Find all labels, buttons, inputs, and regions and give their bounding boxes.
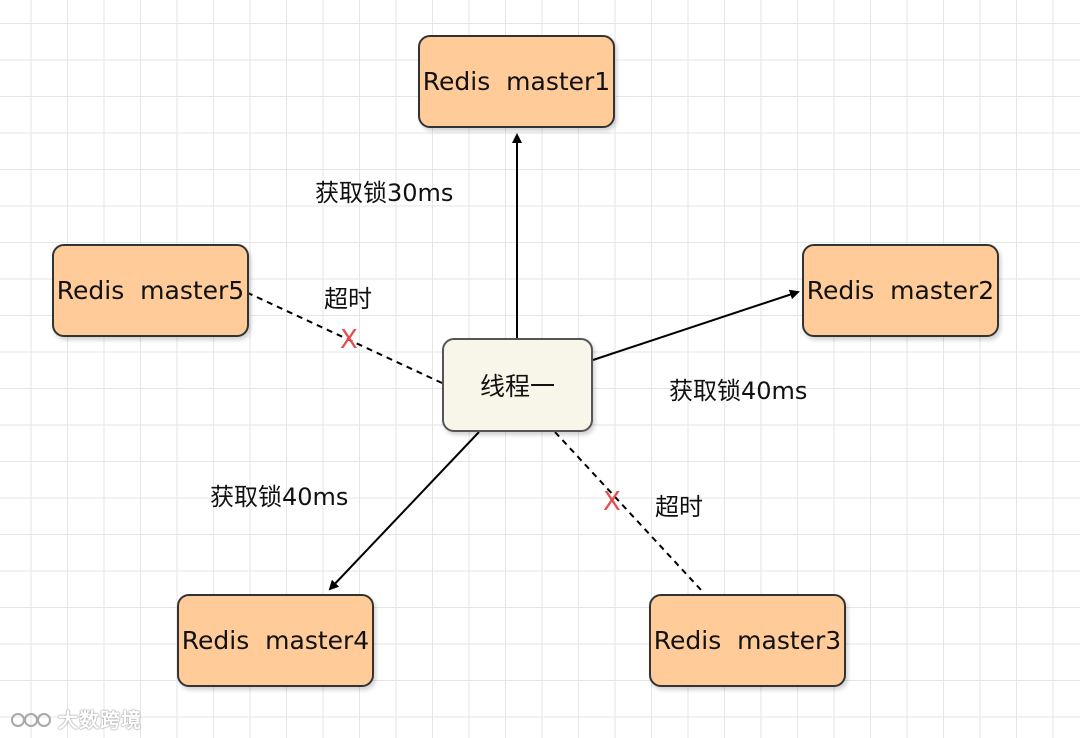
edge-thread-to-master5-timeout <box>247 292 443 384</box>
fail-mark-master5: X <box>340 325 358 355</box>
node-redis-master1: Redis master1 <box>418 35 615 128</box>
edge-thread-to-master2 <box>592 289 800 361</box>
edge-thread-to-master4 <box>328 431 480 591</box>
node-thread-one: 线程一 <box>442 338 593 432</box>
watermark-text: 大数跨境 <box>58 708 142 732</box>
label-acquire-lock-master2: 获取锁40ms <box>669 377 808 405</box>
fail-mark-master3: X <box>603 487 621 517</box>
edge-thread-to-master3-timeout <box>554 431 703 592</box>
label-acquire-lock-master1: 获取锁30ms <box>315 179 454 207</box>
label-acquire-lock-master4: 获取锁40ms <box>210 483 349 511</box>
label-timeout-master3: 超时 <box>655 493 703 521</box>
node-redis-master5: Redis master5 <box>52 244 249 337</box>
watermark: 大数跨境 <box>10 704 142 733</box>
node-redis-master3: Redis master3 <box>649 594 846 687</box>
node-redis-master2: Redis master2 <box>802 244 999 337</box>
node-redis-master4: Redis master4 <box>177 594 374 687</box>
watermark-logo-icon <box>11 713 51 727</box>
label-timeout-master5: 超时 <box>324 285 372 313</box>
